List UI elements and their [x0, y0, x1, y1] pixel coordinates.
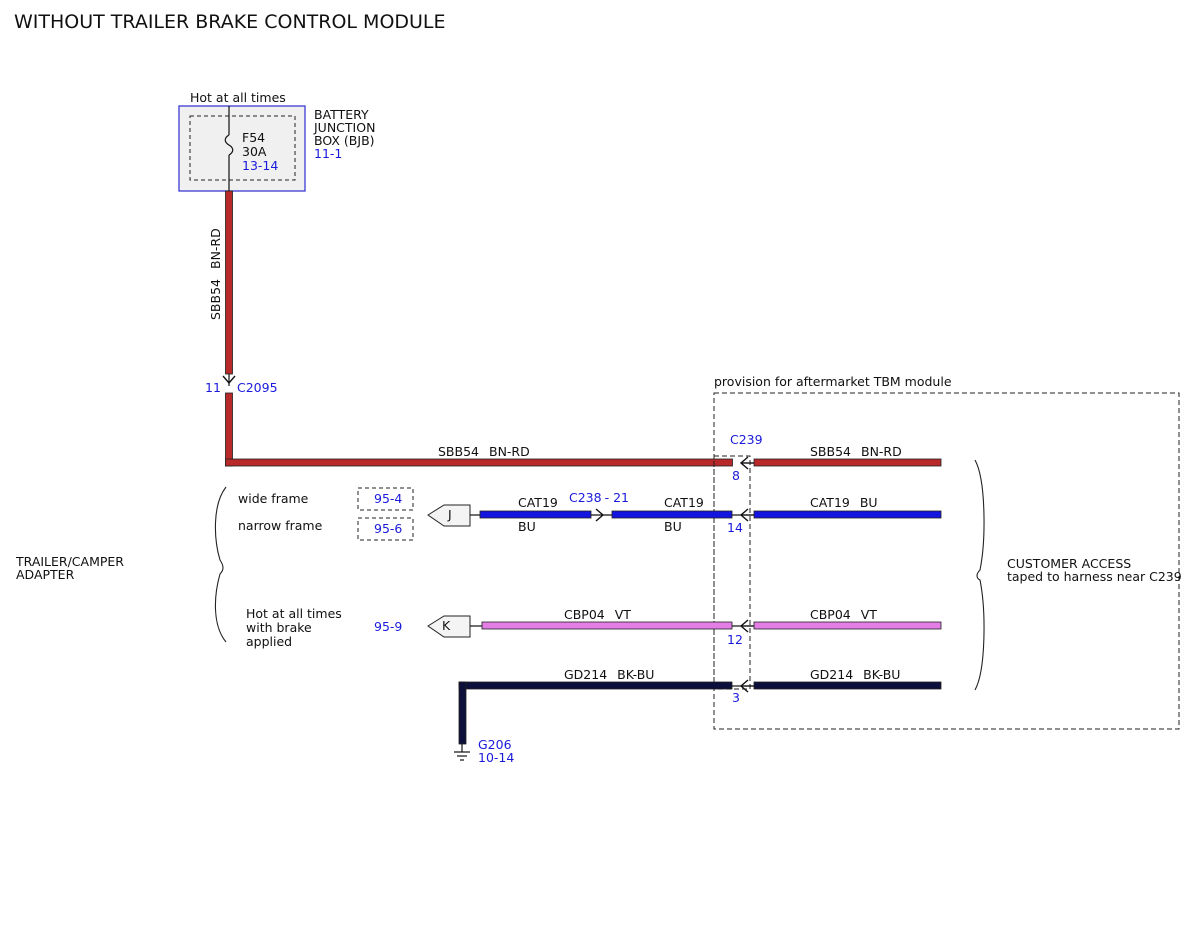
c239-pin-14-symbol — [739, 508, 754, 522]
cbp04-right-wire — [753, 621, 942, 630]
bjb-name-line3: BOX (BJB) — [314, 133, 375, 148]
c239-pin-8-symbol — [739, 456, 754, 470]
pin-k-label: K — [442, 618, 451, 633]
brake-ref[interactable]: 95-9 — [374, 619, 402, 634]
fuse-ref[interactable]: 13-14 — [242, 158, 278, 173]
adapter-label-line1: TRAILER/CAMPER — [15, 554, 124, 569]
c238-label[interactable]: C238-21 — [569, 490, 629, 505]
fuse-name: F54 — [242, 130, 265, 145]
cat19-mid-circuit: CAT19 — [664, 495, 704, 510]
fuse-symbol — [224, 134, 234, 156]
ground-ref[interactable]: 10-14 — [478, 750, 514, 765]
gd214-vertical-wire — [458, 681, 467, 745]
ground-name[interactable]: G206 — [478, 737, 512, 752]
bjb-hot-label: Hot at all times — [190, 90, 286, 105]
c239-name[interactable]: C239 — [730, 432, 763, 447]
sbb54-vertical-wire-upper — [225, 190, 233, 375]
bjb-box — [178, 105, 306, 192]
narrow-frame-ref[interactable]: 95-6 — [374, 521, 402, 536]
gd214-right-wire — [753, 681, 942, 690]
cbp04-pin: 12 — [727, 632, 743, 647]
bjb-name-line2: JUNCTION — [313, 120, 375, 135]
narrow-frame-label: narrow frame — [238, 518, 323, 533]
bjb-ref[interactable]: 11-1 — [314, 146, 342, 161]
c2095-pin: 11 — [205, 380, 221, 395]
sbb54-right-wire — [753, 458, 942, 467]
pin-j-label: J — [447, 507, 452, 522]
ground-icon — [454, 744, 470, 761]
c239-pin-3-symbol — [739, 679, 754, 693]
customer-access-line2: taped to harness near C239 — [1007, 569, 1182, 584]
provision-label: provision for aftermarket TBM module — [714, 374, 952, 389]
bjb-inner-dashed-box — [189, 115, 296, 181]
c239-dashed-connector — [713, 455, 751, 690]
c239-pin-12-symbol — [739, 619, 754, 633]
wide-frame-ref-box — [357, 487, 414, 511]
gd214-left-wire — [458, 681, 733, 690]
adapter-brace — [214, 486, 227, 643]
brake-label-line2: with brake — [246, 620, 312, 635]
cat19-pin: 14 — [727, 520, 743, 535]
cat19-left-wire — [479, 510, 592, 519]
sbb54-horizontal-wire — [225, 458, 733, 467]
narrow-frame-ref-box — [357, 517, 414, 541]
gd214-pin: 3 — [732, 690, 740, 705]
sbb54-vertical-wire-lower — [225, 392, 233, 467]
cbp04-left-wire — [481, 621, 733, 630]
customer-access-line1: CUSTOMER ACCESS — [1007, 556, 1131, 571]
sbb54-vertical-label: SBB54BN-RD — [208, 228, 223, 320]
customer-access-brace — [974, 459, 985, 691]
brake-label-line3: applied — [246, 634, 292, 649]
c2095-name[interactable]: C2095 — [237, 380, 278, 395]
bjb-name-line1: BATTERY — [314, 107, 369, 122]
sbb54-pin: 8 — [732, 468, 740, 483]
diagram-title: WITHOUT TRAILER BRAKE CONTROL MODULE — [14, 11, 446, 33]
wide-frame-label: wide frame — [238, 491, 309, 506]
cat19-right-wire — [753, 510, 942, 519]
c2095-connector-symbol — [222, 375, 236, 385]
c238-connector-symbol — [595, 508, 605, 522]
cat19-mid-wire — [611, 510, 733, 519]
adapter-label-line2: ADAPTER — [16, 567, 75, 582]
cat19-left-color: BU — [518, 519, 536, 534]
brake-label-line1: Hot at all times — [246, 606, 342, 621]
fuse-rating: 30A — [242, 144, 267, 159]
wide-frame-ref[interactable]: 95-4 — [374, 491, 402, 506]
cat19-left-circuit: CAT19 — [518, 495, 558, 510]
cat19-mid-color: BU — [664, 519, 682, 534]
